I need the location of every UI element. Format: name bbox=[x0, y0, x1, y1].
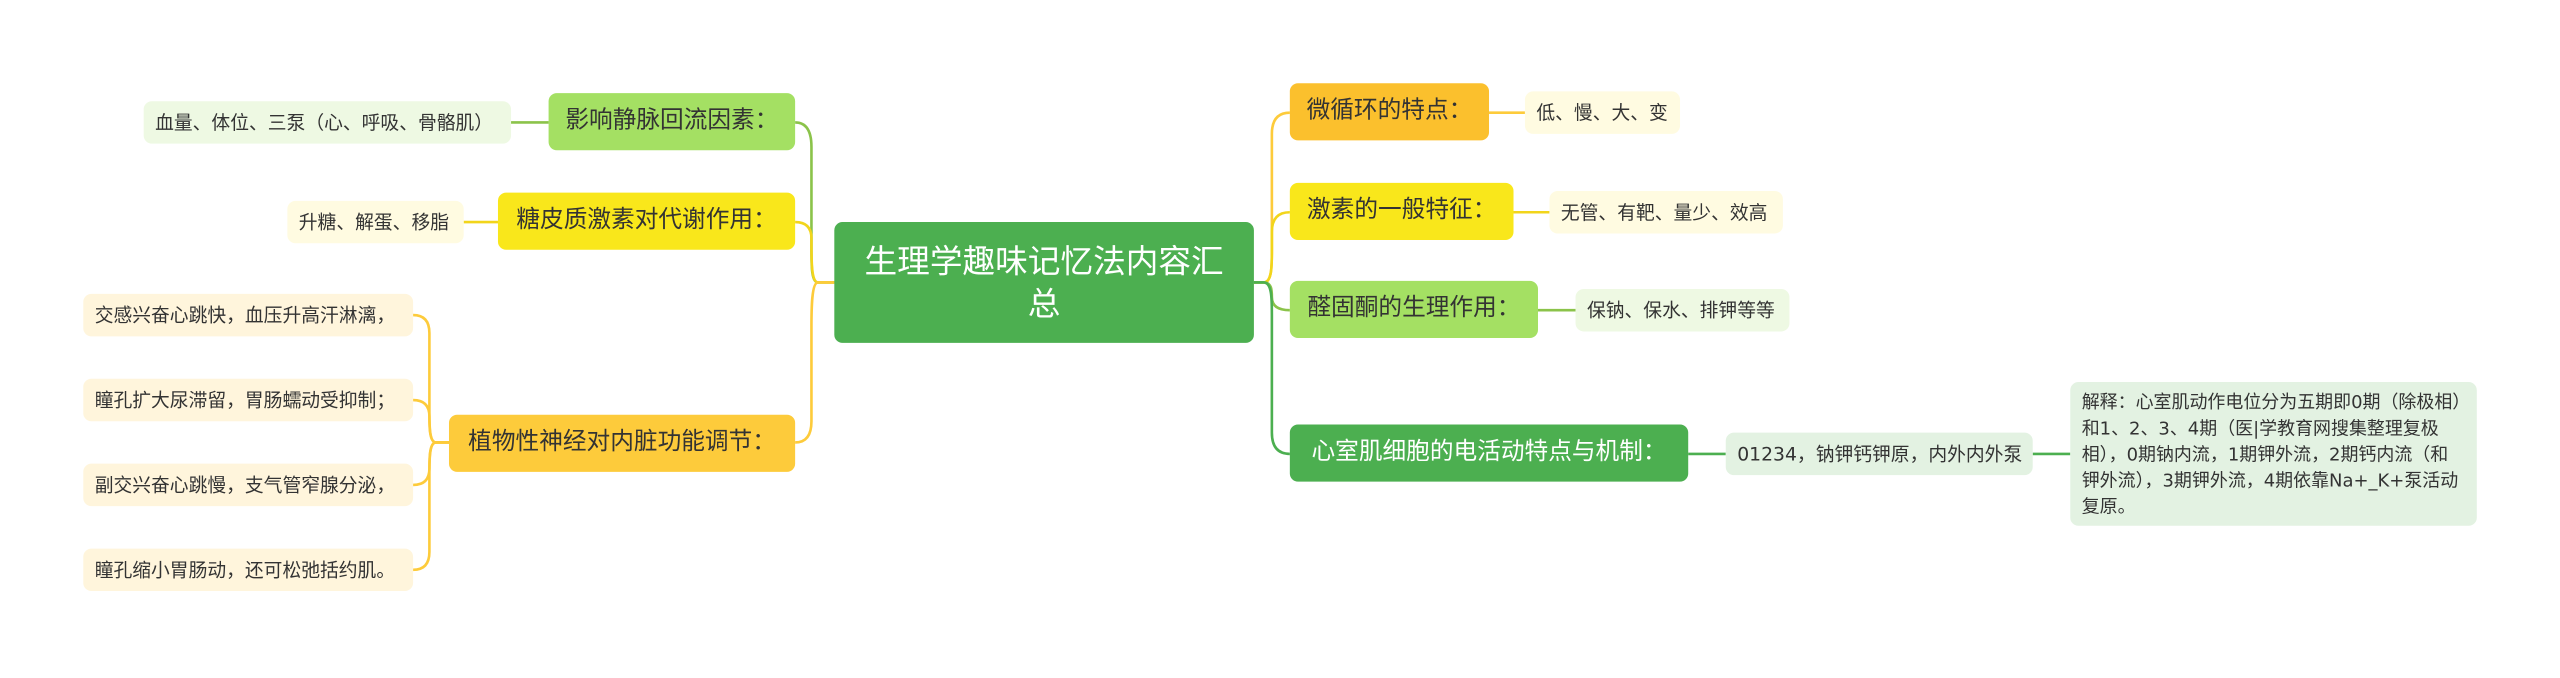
leaf-autonomic-1[interactable]: 交感兴奋心跳快，血压升高汗淋漓， bbox=[83, 293, 414, 337]
link-root-myocardium bbox=[1253, 281, 1290, 456]
branch-hormone[interactable]: 激素的一般特征： bbox=[1289, 182, 1514, 241]
leaf-autonomic-4[interactable]: 瞳孔缩小胃肠动，还可松弛括约肌。 bbox=[83, 548, 414, 592]
branch-glucocorticoid[interactable]: 糖皮质激素对代谢作用： bbox=[497, 192, 796, 250]
link-autonomic-leaf-4 bbox=[413, 441, 449, 572]
leaf-myocardium-explanation[interactable]: 解释：心室肌动作电位分为五期即0期（除极相）和1、2、3、4期（医|学教育网搜集… bbox=[2070, 382, 2477, 526]
link-root-autonomic bbox=[795, 281, 835, 444]
leaf-aldosterone[interactable]: 保钠、保水、排钾等等 bbox=[1575, 288, 1790, 332]
branch-venous-return[interactable]: 影响静脉回流因素： bbox=[548, 93, 796, 151]
leaf-glucocorticoid[interactable]: 升糖、解蛋、移脂 bbox=[287, 200, 464, 244]
branch-microcirculation[interactable]: 微循环的特点： bbox=[1289, 83, 1490, 141]
link-root-venous-return bbox=[795, 121, 835, 284]
branch-autonomic[interactable]: 植物性神经对内脏功能调节： bbox=[448, 414, 796, 472]
branch-myocardium[interactable]: 心室肌细胞的电活动特点与机制： bbox=[1289, 424, 1689, 482]
leaf-venous-return[interactable]: 血量、体位、三泵（心、呼吸、骨骼肌） bbox=[143, 101, 512, 144]
link-autonomic-leaf-2 bbox=[413, 398, 449, 444]
branch-aldosterone[interactable]: 醛固酮的生理作用： bbox=[1289, 280, 1539, 338]
leaf-microcirculation[interactable]: 低、慢、大、变 bbox=[1524, 91, 1681, 134]
leaf-autonomic-2[interactable]: 瞳孔扩大尿滞留，胃肠蠕动受抑制； bbox=[83, 378, 414, 422]
leaf-myocardium[interactable]: 01234，钠钾钙钾原，内外内外泵 bbox=[1725, 432, 2033, 476]
link-root-hormone bbox=[1253, 210, 1290, 284]
root-topic[interactable]: 生理学趣味记忆法内容汇总 bbox=[834, 222, 1254, 343]
link-root-glucocorticoid bbox=[795, 220, 835, 284]
leaf-autonomic-3[interactable]: 副交兴奋心跳慢，支气管窄腺分泌， bbox=[83, 463, 414, 507]
leaf-hormone[interactable]: 无管、有靶、量少、效高 bbox=[1549, 191, 1783, 234]
link-autonomic-leaf-1 bbox=[413, 313, 449, 444]
